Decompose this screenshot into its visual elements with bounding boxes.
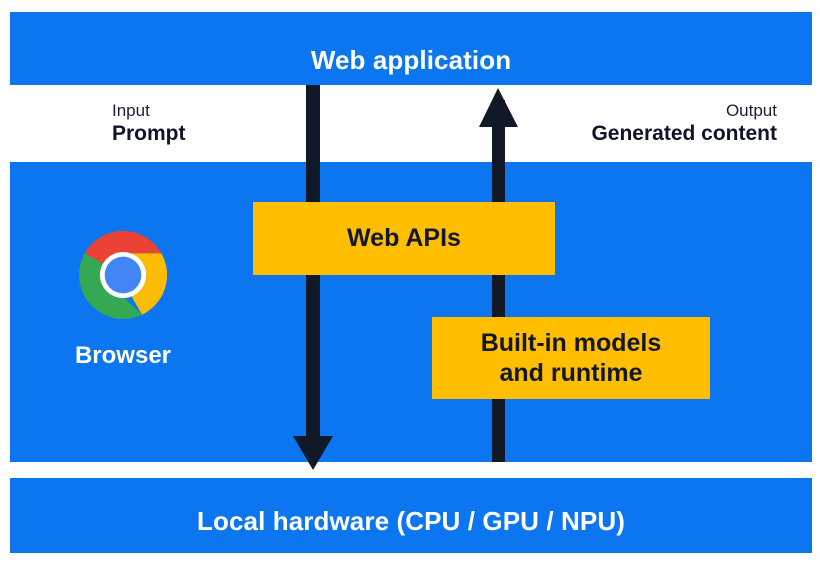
flow-label-input-kicker: Input	[112, 101, 150, 120]
flow-label-output-value: Generated content	[591, 122, 777, 146]
local-hardware-label: Local hardware (CPU / GPU / NPU)	[197, 506, 625, 536]
box-builtin-models-label: Built-in models and runtime	[480, 328, 662, 388]
band-web-application: Web application	[10, 12, 812, 85]
flow-label-input-value: Prompt	[112, 122, 186, 146]
web-application-label: Web application	[310, 45, 512, 75]
browser-label: Browser	[74, 342, 172, 369]
flow-label-output-kicker: Output	[725, 101, 777, 120]
flow-label-output: Output Generated content	[591, 101, 777, 146]
browser-group: Browser	[60, 228, 186, 368]
band-local-hardware: Local hardware (CPU / GPU / NPU)	[10, 478, 812, 553]
chrome-logo-icon	[79, 230, 168, 319]
flow-label-input: Input Prompt	[112, 101, 186, 146]
box-web-apis-label: Web APIs	[347, 224, 461, 253]
box-builtin-models[interactable]: Built-in models and runtime	[432, 317, 710, 399]
box-web-apis[interactable]: Web APIs	[253, 202, 555, 275]
